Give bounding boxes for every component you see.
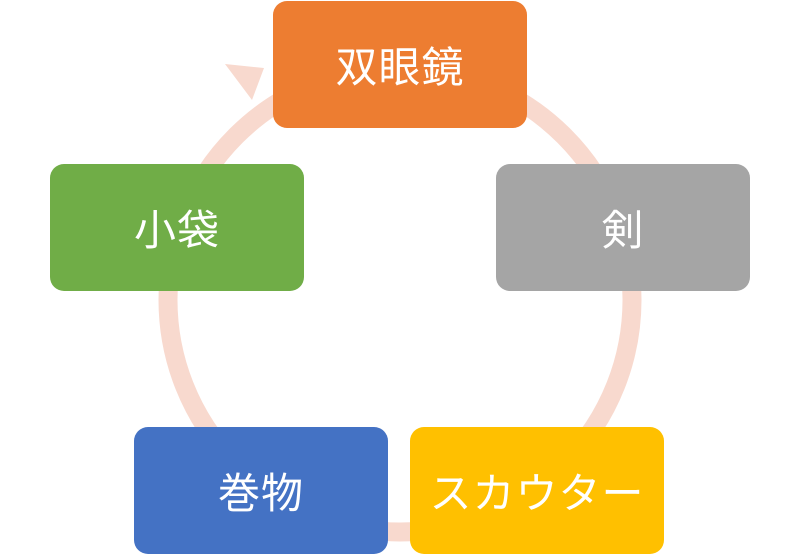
cycle-node-scouter: スカウター <box>410 427 664 554</box>
node-label-binoculars: 双眼鏡 <box>335 43 465 92</box>
cycle-node-pouch: 小袋 <box>50 164 304 291</box>
cycle-node-scroll: 巻物 <box>134 427 388 554</box>
node-label-sword: 剣 <box>601 206 645 255</box>
cycle-node-sword: 剣 <box>496 164 750 291</box>
node-label-scouter: スカウター <box>429 469 645 518</box>
node-label-pouch: 小袋 <box>133 206 220 255</box>
node-label-scroll: 巻物 <box>217 469 304 518</box>
cycle-arrowhead-icon <box>225 64 264 100</box>
cycle-node-binoculars: 双眼鏡 <box>273 1 527 128</box>
